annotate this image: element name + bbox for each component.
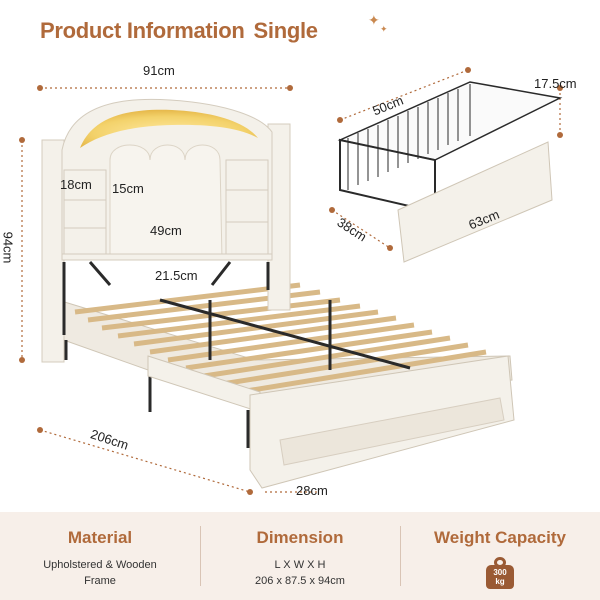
dim-center-height: 21.5cm [155,268,198,283]
bed-illustration [19,67,563,495]
page-title: Product Information Single [40,18,327,44]
spec-weight: Weight Capacity 300 kg [400,512,600,600]
headboard-cushion [109,144,223,261]
title-main: Product Information [40,18,245,43]
dim-shelf-width: 18cm [60,177,92,192]
headboard-left-post [41,139,65,363]
shelves [63,159,269,257]
spec-panel: Material Upholstered & Wooden Frame Dime… [0,512,600,600]
dim-headboard-height: 94cm [0,231,16,264]
dimension-heading: Dimension [256,528,344,547]
material-heading: Material [67,528,133,547]
slats [74,282,487,395]
spec-dimension: Dimension L X W X H 206 x 87.5 x 94cm [200,512,400,600]
weight-value: 300 [493,568,507,577]
weight-unit: kg [495,577,505,586]
drawer-illustration [337,81,563,263]
led-strip [80,109,258,148]
dim-drawer-height: 17.5cm [534,76,577,91]
dimension-line1: L X W X H [274,559,326,571]
material-line2: Frame [84,575,116,587]
dim-center-width: 49cm [150,223,182,238]
weight-heading: Weight Capacity [434,528,566,547]
title-variant: Single [253,18,319,43]
dim-footboard-height: 28cm [296,483,328,498]
drawer-front [279,397,505,466]
headboard-legs [62,261,270,335]
drawer-panel [397,141,553,263]
dimension-lines [21,69,561,493]
material-line1: Upholstered & Wooden [43,559,157,571]
metal-supports [64,298,411,448]
dim-width: 91cm [143,63,175,78]
weight-icon: 300 kg [485,557,515,589]
dim-shelf-height: 15cm [112,181,144,196]
spec-material: Material Upholstered & Wooden Frame [0,512,200,600]
sparkle-icon: ✦ [368,12,380,28]
sparkle-icon: ✦ [380,24,388,34]
dimension-line2: 206 x 87.5 x 94cm [255,575,345,587]
